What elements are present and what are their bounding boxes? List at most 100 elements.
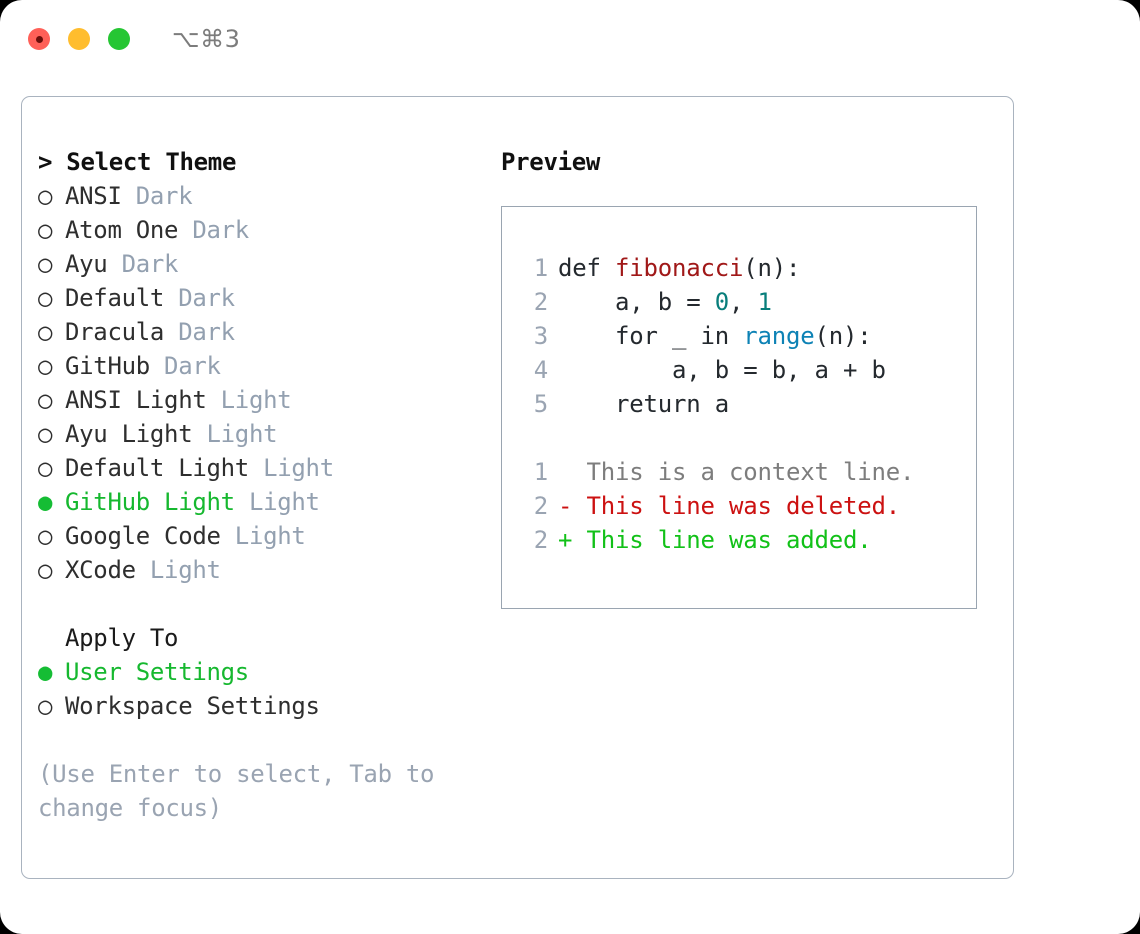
code-line-content: a, b = 0, 1 <box>558 285 772 319</box>
radio-selected-icon: ● <box>38 658 53 686</box>
code-token-plain: (n): <box>743 254 801 282</box>
code-line: 3 for _ in range(n): <box>520 319 976 353</box>
apply-to-option[interactable]: ●User Settings <box>38 655 478 689</box>
keyboard-shortcut-label: ⌥⌘3 <box>172 25 241 53</box>
theme-list-item[interactable]: ○ XCode Light <box>38 553 478 587</box>
theme-list-item[interactable]: ○ Google Code Light <box>38 519 478 553</box>
theme-list-item[interactable]: ○Atom One Dark <box>38 213 478 247</box>
main-panel: > Select Theme ○ANSI Dark○Atom One Dark○… <box>21 96 1014 879</box>
theme-name: GitHub <box>65 352 150 380</box>
theme-variant-tag: Light <box>192 420 278 448</box>
radio-unselected-icon: ○ <box>38 454 53 482</box>
theme-variant-tag: Dark <box>149 352 221 380</box>
theme-list-item[interactable]: ○ Default Dark <box>38 281 478 315</box>
theme-selection-column: > Select Theme ○ANSI Dark○Atom One Dark○… <box>38 145 478 825</box>
theme-list: ○ ANSI Dark ○ Atom One Dark ○ Ayu Dark ○ Defaul… <box>38 179 478 587</box>
title-bar: ⌥⌘3 <box>0 0 1140 78</box>
diff-line-content: - This line was deleted. <box>558 492 900 520</box>
code-token-plain: , <box>729 288 758 316</box>
theme-list-item[interactable]: ○ Ayu Dark <box>38 247 478 281</box>
code-token-num: 0 <box>714 288 729 316</box>
radio-unselected-icon: ○ <box>38 522 53 550</box>
diff-line-add: 2 + This line was added. <box>520 523 976 557</box>
theme-name: ANSI Light <box>65 386 207 414</box>
radio-unselected-icon: ○ <box>38 352 53 380</box>
theme-variant-tag: Light <box>206 386 292 414</box>
radio-unselected-icon: ○ <box>38 420 53 448</box>
theme-name: Dracula <box>65 318 165 346</box>
theme-variant-tag: Light <box>220 522 306 550</box>
code-token-plain: a, b = <box>558 288 715 316</box>
radio-selected-icon: ● <box>38 488 53 516</box>
radio-unselected-icon: ○ <box>38 556 53 584</box>
zoom-button-icon[interactable] <box>108 28 130 50</box>
code-token-num: 1 <box>757 288 772 316</box>
theme-name: Google Code <box>65 522 221 550</box>
close-inner-dot-icon <box>35 35 43 43</box>
minimize-button-icon[interactable] <box>68 28 90 50</box>
theme-name: Ayu Light <box>65 420 193 448</box>
theme-list-item[interactable]: ○ GitHub Dark <box>38 349 478 383</box>
code-line: 5 return a <box>520 387 976 421</box>
diff-line-delete: 2- This line was deleted. <box>520 489 976 523</box>
code-line: 4 a, b = b, a + b <box>520 353 976 387</box>
code-token-plain: (n): <box>814 322 872 350</box>
code-line: 1 def fibonacci(n): <box>520 251 976 285</box>
line-number: 5 <box>533 390 548 418</box>
radio-unselected-icon: ○ <box>38 318 53 346</box>
theme-name: Atom One <box>65 216 179 244</box>
diff-line-context: 1 This is a context line. <box>520 455 976 489</box>
radio-unselected-icon: ○ <box>38 182 53 210</box>
code-token-plain: for _ in <box>558 322 744 350</box>
line-number: 2 <box>533 526 548 554</box>
keyboard-hint-text: (Use Enter to select, Tab to change focu… <box>38 760 435 822</box>
code-line-content: for _ in range(n): <box>558 319 872 353</box>
line-number: 3 <box>533 322 548 350</box>
radio-unselected-icon: ○ <box>38 386 53 414</box>
radio-unselected-icon: ○ <box>38 216 53 244</box>
line-number: 4 <box>533 356 548 384</box>
theme-name: Default Light <box>65 454 249 482</box>
code-token-func: fibonacci <box>615 254 744 282</box>
apply-to-option[interactable]: ○Workspace Settings <box>38 689 478 723</box>
diff-line-content: This is a context line. <box>558 458 915 486</box>
theme-name: GitHub Light <box>65 488 235 516</box>
radio-unselected-icon: ○ <box>38 284 53 312</box>
theme-list-item[interactable]: ○ Ayu Light Light <box>38 417 478 451</box>
theme-variant-tag: Dark <box>164 318 235 346</box>
theme-list-item[interactable]: ○ ANSI Light Light <box>38 383 478 417</box>
theme-list-item[interactable]: ○ Default Light Light <box>38 451 478 485</box>
spacer <box>520 421 976 455</box>
theme-variant-tag: Light <box>135 556 221 584</box>
diff-block: 1 This is a context line.2- This line wa… <box>520 455 976 557</box>
theme-name: Default <box>65 284 165 312</box>
theme-name: ANSI <box>65 182 122 210</box>
theme-list-header: > Select Theme <box>38 148 237 176</box>
apply-to-label: Apply To <box>65 624 179 652</box>
radio-unselected-icon: ○ <box>38 692 53 720</box>
diff-line-content: + This line was added. <box>558 526 872 554</box>
line-number: 1 <box>533 254 548 282</box>
code-line-content: a, b = b, a + b <box>558 353 886 387</box>
theme-variant-tag: Light <box>234 488 320 516</box>
theme-list-item[interactable]: ● GitHub Light Light <box>38 485 478 519</box>
code-line: 2 a, b = 0, 1 <box>520 285 976 319</box>
theme-name: XCode <box>65 556 136 584</box>
theme-variant-tag: Dark <box>164 284 235 312</box>
theme-list-item[interactable]: ○ Dracula Dark <box>38 315 478 349</box>
code-token-plain: return a <box>558 390 729 418</box>
theme-variant-tag: Dark <box>107 250 179 278</box>
theme-list-item[interactable]: ○ ANSI Dark <box>38 179 478 213</box>
radio-unselected-icon: ○ <box>38 250 53 278</box>
theme-variant-tag: Light <box>248 454 334 482</box>
code-line-content: def fibonacci(n): <box>558 251 800 285</box>
theme-name: Ayu <box>65 250 108 278</box>
theme-variant-tag: Dark <box>121 182 193 210</box>
code-line-content: return a <box>558 387 729 421</box>
code-token-builtin: range <box>743 322 815 350</box>
close-button-icon[interactable] <box>28 28 50 50</box>
